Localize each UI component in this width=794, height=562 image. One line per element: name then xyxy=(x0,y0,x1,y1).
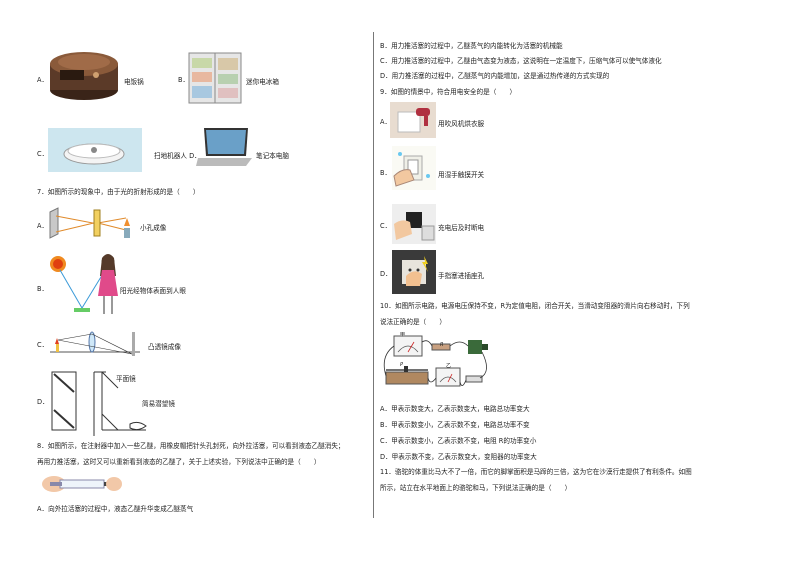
q7-option-c-label: 凸透镜成像 xyxy=(148,343,181,351)
wet-hand-switch-image xyxy=(392,146,436,190)
q7-option-a-label: 小孔成像 xyxy=(140,224,167,232)
q7-option-d-label: 简易潜望镜 xyxy=(142,400,175,408)
q9-option-b-letter: B． xyxy=(380,169,392,177)
q9-option-c-letter: C． xyxy=(380,222,392,230)
q9-option-d-letter: D． xyxy=(380,270,392,278)
column-divider xyxy=(373,32,374,518)
q7-option-b-letter: B． xyxy=(37,285,49,293)
periscope-diagram xyxy=(51,371,147,436)
refrigerator-image xyxy=(188,52,242,104)
q9-option-a-letter: A． xyxy=(380,118,392,126)
q7-option-a-letter: A． xyxy=(37,222,49,230)
q8-option-b: B．用力推活塞的过程中，乙醚蒸气的内能转化为活塞的机械能 xyxy=(380,42,563,50)
q9-option-d-label: 手指塞进插座孔 xyxy=(438,272,485,280)
slider-p-label: P xyxy=(400,362,404,368)
q6-option-d-label: 笔记本电脑 xyxy=(256,152,289,160)
robot-vacuum-image xyxy=(48,128,142,172)
q8-stem-line1: 8．如图所示，在注射器中加入一些乙醚，用橡皮帽把针头孔封死，向外拉活塞，可以看到… xyxy=(37,442,345,450)
q7-option-d-letter: D． xyxy=(37,398,49,406)
q11-stem-line1: 11．骆驼的体重比马大不了一倍，而它的脚掌面积是马蹄的三倍，这为它在沙漠行走提供… xyxy=(380,468,692,476)
charger-unplug-image xyxy=(392,204,436,244)
q7-stem: 7．如图所示的现象中，由于光的折射形成的是（ ） xyxy=(37,188,200,196)
q6-option-b-letter: B． xyxy=(178,76,190,84)
q10-stem-line2: 说法正确的是（ ） xyxy=(380,318,446,326)
convex-lens-diagram xyxy=(50,331,140,356)
circuit-diagram xyxy=(383,335,488,387)
q7-option-c-letter: C． xyxy=(37,341,49,349)
q9-option-b-label: 用湿手触摸开关 xyxy=(438,171,485,179)
q10-option-a: A．甲表示数变大，乙表示数变大，电路总功率变大 xyxy=(380,405,530,413)
finger-in-socket-image xyxy=(392,250,436,294)
q8-option-a: A．向外拉活塞的过程中，液态乙醚升华变成乙醚蒸气 xyxy=(37,505,194,513)
reflection-to-eye-diagram xyxy=(50,254,118,314)
pinhole-imaging-diagram xyxy=(49,207,130,239)
meter-a-label: 甲 xyxy=(400,332,406,338)
q11-stem-line2: 所示，站立在水平地面上的骆驼和马，下列说法正确的是（ ） xyxy=(380,484,572,492)
rice-cooker-image xyxy=(50,52,118,100)
q6-option-c-label: 扫地机器人 D． xyxy=(154,152,201,160)
q8-option-d: D．用力推活塞的过程中，乙醚蒸气的内能增加，这是通过热传递的方式实现的 xyxy=(380,72,610,80)
q10-option-d: D．甲表示数不变，乙表示数变大，变阻器的功率变大 xyxy=(380,453,537,461)
q9-stem: 9．如图的情景中，符合用电安全的是（ ） xyxy=(380,88,517,96)
q6-option-a-label: 电饭锅 xyxy=(124,78,144,86)
laptop-image xyxy=(196,128,252,166)
q10-option-b: B．甲表示数变小，乙表示数不变，电路总功率不变 xyxy=(380,421,530,429)
q6-option-b-label: 迷你电冰箱 xyxy=(246,78,279,86)
resistor-r-label: R xyxy=(440,342,444,348)
q6-option-a-letter: A． xyxy=(37,76,49,84)
q9-option-a-label: 用吹风机烘衣服 xyxy=(438,120,485,128)
mirror-label: 平面镜 xyxy=(116,375,136,383)
hair-dryer-clothes-image xyxy=(390,102,436,138)
meter-b-label: 乙 xyxy=(446,363,452,369)
q9-option-c-label: 充电后及时断电 xyxy=(438,224,485,232)
q7-option-b-label: 阳光经物体表面到人眼 xyxy=(120,287,186,295)
q8-option-c: C．用力推活塞的过程中，乙醚由气态变为液态，这说明在一定温度下，压缩气体可以使气… xyxy=(380,57,662,65)
q10-stem-line1: 10．如图所示电路，电源电压保持不变，R为定值电阻，闭合开关，当滑动变阻器的滑片… xyxy=(380,302,690,310)
q10-option-c: C．甲表示数变小，乙表示数不变，电阻 R的功率变小 xyxy=(380,437,537,445)
syringe-image xyxy=(42,476,122,492)
q8-stem-line2: 再用力推活塞，这时又可以重新看到液态的乙醚了，关于上述实验，下列说法中正确的是（… xyxy=(37,458,321,466)
q6-option-c-letter: C． xyxy=(37,150,49,158)
